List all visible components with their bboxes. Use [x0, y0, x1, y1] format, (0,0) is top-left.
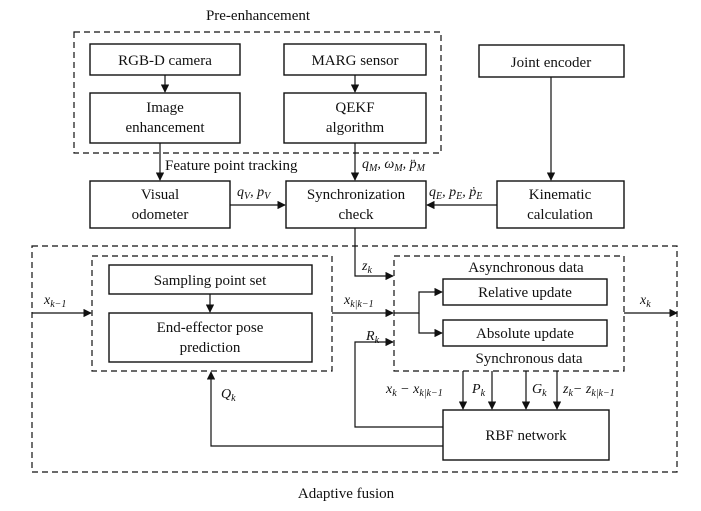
- marg-sensor-label: MARG sensor: [311, 53, 398, 69]
- rgbd-camera-label: RGB-D camera: [118, 53, 212, 69]
- absolute-update-label: Absolute update: [476, 326, 574, 342]
- pose-prediction-label-1: End-effector pose: [157, 320, 264, 336]
- absolute-update-box: [442, 319, 608, 347]
- label-xk-pred: xk|k−1: [343, 293, 374, 310]
- pre-enhancement-title: Pre-enhancement: [206, 8, 311, 24]
- sampling-point-set-label: Sampling point set: [154, 273, 267, 289]
- arrow-sync-to-update: [354, 228, 394, 281]
- label-xk-minus-1: xk−1: [43, 293, 66, 310]
- image-enhancement-box: [89, 92, 241, 144]
- label-qv-pv: qV, pV: [237, 185, 272, 202]
- arrow-rbf-to-prediction-qk: [206, 371, 443, 447]
- label-xk-out: xk: [639, 293, 651, 310]
- qekf-box: [283, 92, 427, 144]
- arrow-rbf-to-update-rk: [354, 337, 443, 428]
- sync-check-label-2: check: [339, 207, 374, 223]
- rbf-network-label: RBF network: [485, 428, 567, 444]
- asynchronous-data-label: Asynchronous data: [468, 260, 584, 276]
- label-qk: Qk: [221, 387, 236, 404]
- sampling-point-set-box: [108, 264, 313, 295]
- arrow-split-to-absolute: [418, 313, 443, 338]
- label-innov-x: xk − xk|k−1: [385, 382, 443, 399]
- marg-sensor-box: [283, 43, 427, 76]
- kinematic-calc-label-2: calculation: [527, 207, 593, 223]
- label-qm-wm-pm: qM, ωM, p̈M: [362, 157, 426, 174]
- label-gk: Gk: [532, 382, 547, 399]
- label-rk: Rk: [365, 329, 380, 346]
- pre-enhancement-group: [73, 31, 442, 154]
- prediction-subgroup: [91, 255, 333, 372]
- sync-check-label-1: Synchronization: [307, 187, 406, 203]
- kinematic-calc-box: [496, 180, 625, 229]
- visual-odometer-label-1: Visual: [141, 187, 179, 203]
- arrow-split-to-relative: [394, 287, 443, 314]
- kinematic-calc-label-1: Kinematic: [529, 187, 592, 203]
- feature-point-tracking-label: Feature point tracking: [165, 158, 298, 174]
- adaptive-fusion-title: Adaptive fusion: [298, 486, 395, 502]
- label-innov-z: zk− zk|k−1: [562, 382, 615, 399]
- label-pk: Pk: [471, 382, 486, 399]
- relative-update-label: Relative update: [478, 285, 572, 301]
- label-zk: zk: [361, 259, 372, 276]
- visual-odometer-label-2: odometer: [132, 207, 189, 223]
- qekf-label-2: algorithm: [326, 120, 385, 136]
- label-qe-pe-pe: qE, pE, ṗE: [429, 185, 482, 202]
- image-enhancement-label-1: Image: [146, 100, 184, 116]
- sync-check-box: [285, 180, 427, 229]
- pose-prediction-box: [108, 312, 313, 363]
- rbf-network-box: [442, 409, 610, 461]
- image-enhancement-label-2: enhancement: [125, 120, 205, 136]
- synchronous-data-label: Synchronous data: [475, 351, 582, 367]
- qekf-label-1: QEKF: [335, 100, 374, 116]
- relative-update-box: [442, 278, 608, 306]
- rgbd-camera-box: [89, 43, 241, 76]
- pose-prediction-label-2: prediction: [180, 340, 241, 356]
- joint-encoder-label: Joint encoder: [511, 55, 591, 71]
